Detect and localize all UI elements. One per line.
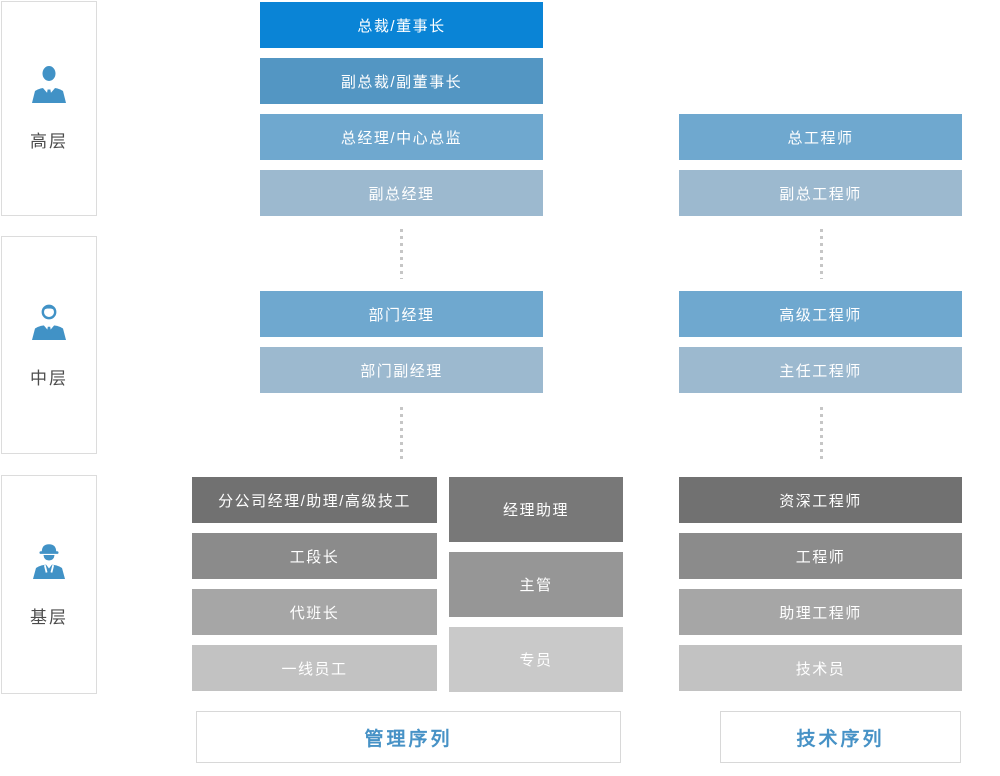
dotted-connector-mgmt-1 [400, 229, 403, 279]
dotted-connector-tech-2 [820, 407, 823, 462]
rank-box-branch-manager: 分公司经理/助理/高级技工 [192, 477, 437, 523]
rank-box-veteran-engineer: 资深工程师 [679, 477, 962, 523]
dotted-connector-tech-1 [820, 229, 823, 279]
level-box-senior: 高层 [1, 1, 97, 216]
technical-sequence-label: 技术序列 [720, 711, 961, 763]
management-sequence-label: 管理序列 [196, 711, 621, 763]
rank-box-president-chairman: 总裁/董事长 [260, 2, 543, 48]
level-box-middle: 中层 [1, 236, 97, 454]
rank-box-deputy-gm: 副总经理 [260, 170, 543, 216]
rank-box-shift-leader: 代班长 [192, 589, 437, 635]
rank-box-section-chief: 工段长 [192, 533, 437, 579]
dotted-connector-mgmt-2 [400, 407, 403, 462]
rank-box-deputy-chief-engineer: 副总工程师 [679, 170, 962, 216]
level-box-base: 基层 [1, 475, 97, 694]
rank-box-general-manager: 总经理/中心总监 [260, 114, 543, 160]
rank-box-supervisor: 主管 [449, 552, 623, 617]
rank-box-deputy-dept-manager: 部门副经理 [260, 347, 543, 393]
manager-icon [32, 304, 66, 340]
rank-box-vice-president: 副总裁/副董事长 [260, 58, 543, 104]
rank-box-dept-manager: 部门经理 [260, 291, 543, 337]
rank-box-engineer: 工程师 [679, 533, 962, 579]
rank-box-senior-engineer: 高级工程师 [679, 291, 962, 337]
rank-box-frontline-staff: 一线员工 [192, 645, 437, 691]
executive-icon [32, 66, 66, 103]
rank-box-chief-engineer: 总工程师 [679, 114, 962, 160]
level-label-base: 基层 [30, 608, 68, 627]
rank-box-principal-engineer: 主任工程师 [679, 347, 962, 393]
rank-box-technician: 技术员 [679, 645, 962, 691]
level-label-middle: 中层 [30, 368, 68, 388]
worker-icon [33, 544, 65, 579]
rank-box-manager-assistant: 经理助理 [449, 477, 623, 542]
level-label-senior: 高层 [30, 132, 68, 151]
rank-box-assistant-engineer: 助理工程师 [679, 589, 962, 635]
rank-box-specialist: 专员 [449, 627, 623, 692]
